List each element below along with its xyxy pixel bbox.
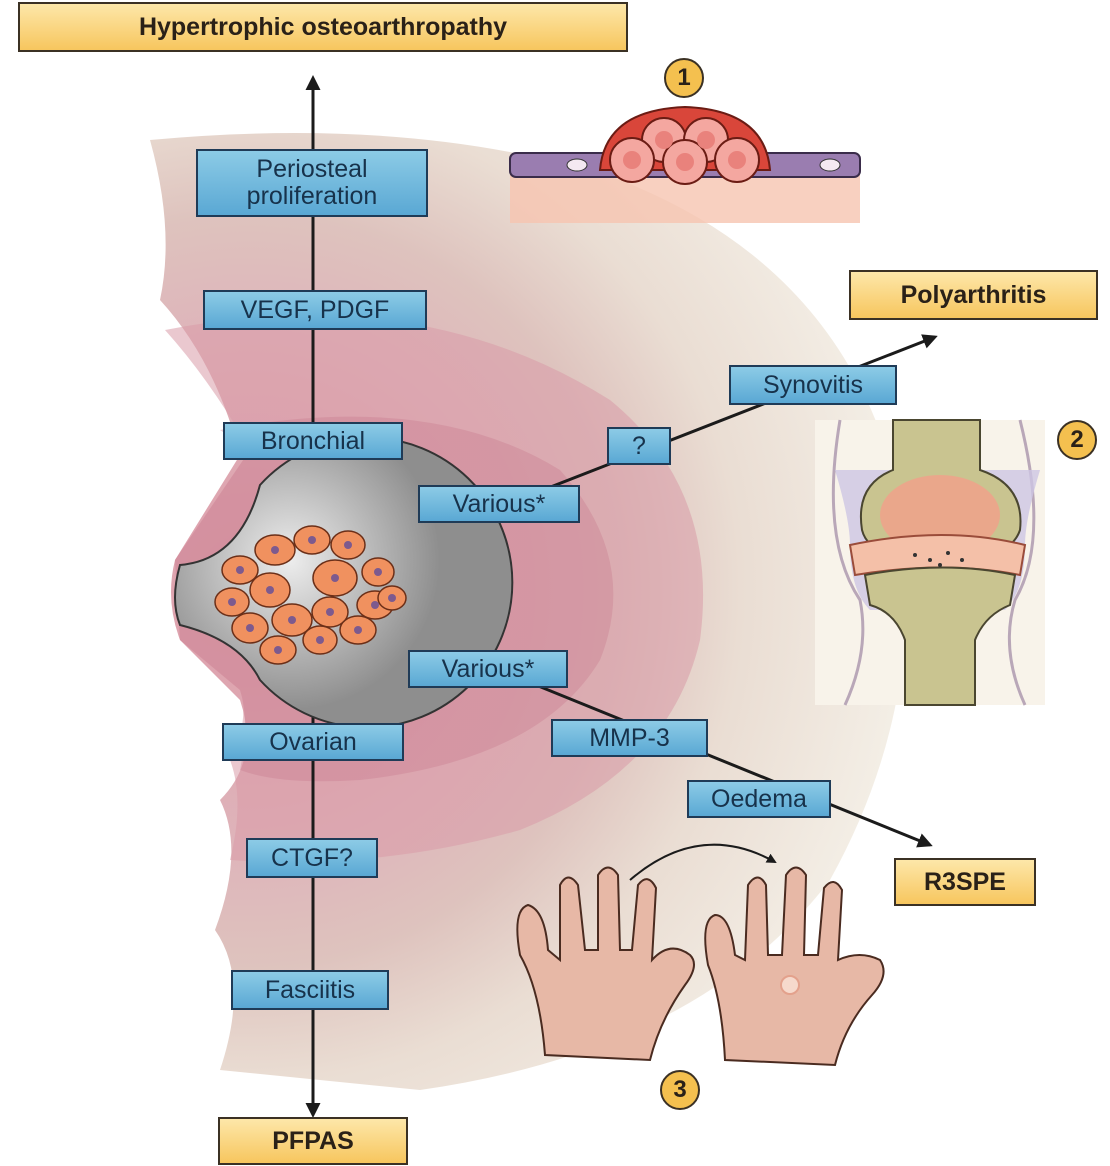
ctgf-label: CTGF? (271, 845, 353, 872)
pfpas-label: PFPAS (272, 1127, 354, 1156)
r3spe-label: R3SPE (924, 868, 1006, 897)
ovarian-box: Ovarian (222, 723, 404, 761)
periosteal-proliferation-box: Periosteal proliferation (196, 149, 428, 217)
vegf-pdgf-label: VEGF, PDGF (241, 297, 390, 324)
polyarthritis-box: Polyarthritis (849, 270, 1098, 320)
marker-1: 1 (664, 58, 704, 98)
hypertrophic-osteoarthropathy-label: Hypertrophic osteoarthropathy (139, 13, 507, 42)
various-lower-box: Various* (408, 650, 568, 688)
various-upper-box: Various* (418, 485, 580, 523)
polyarthritis-label: Polyarthritis (901, 281, 1047, 310)
bronchial-box: Bronchial (223, 422, 403, 460)
marker-3: 3 (660, 1070, 700, 1110)
question-box: ? (607, 427, 671, 465)
hypertrophic-osteoarthropathy-box: Hypertrophic osteoarthropathy (18, 2, 628, 52)
synovitis-label: Synovitis (763, 372, 863, 399)
various-lower-label: Various* (442, 656, 535, 683)
pfpas-box: PFPAS (218, 1117, 408, 1165)
various-upper-label: Various* (453, 491, 546, 518)
marker-1-label: 1 (677, 64, 690, 92)
mmp3-box: MMP-3 (551, 719, 708, 757)
fasciitis-label: Fasciitis (265, 977, 355, 1004)
oedema-box: Oedema (687, 780, 831, 818)
periosteum-illustration (510, 107, 860, 223)
mmp3-label: MMP-3 (589, 725, 670, 752)
ovarian-label: Ovarian (269, 729, 357, 756)
bronchial-label: Bronchial (261, 428, 365, 455)
vegf-pdgf-box: VEGF, PDGF (203, 290, 427, 330)
question-label: ? (632, 433, 646, 460)
marker-2: 2 (1057, 420, 1097, 460)
marker-3-label: 3 (673, 1076, 686, 1104)
periosteal-proliferation-label: Periosteal proliferation (247, 156, 378, 210)
r3spe-box: R3SPE (894, 858, 1036, 906)
oedema-label: Oedema (711, 786, 807, 813)
knee-joint-illustration (815, 420, 1045, 705)
ctgf-box: CTGF? (246, 838, 378, 878)
fasciitis-box: Fasciitis (231, 970, 389, 1010)
marker-2-label: 2 (1070, 426, 1083, 454)
synovitis-box: Synovitis (729, 365, 897, 405)
